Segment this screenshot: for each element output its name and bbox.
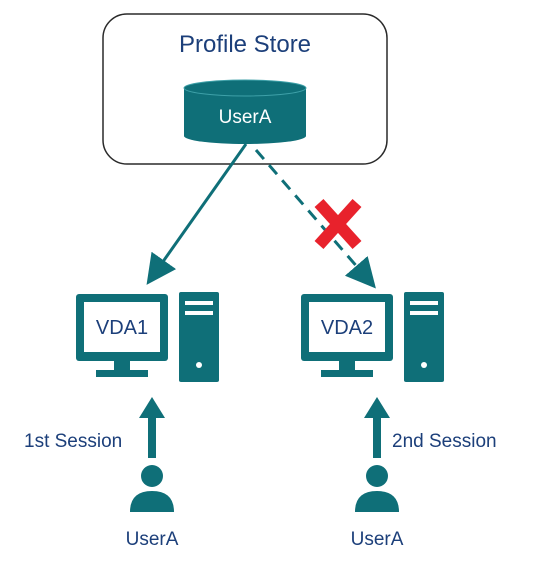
session1-label: 1st Session — [24, 431, 122, 452]
connection-arrow-vda2 — [254, 149, 376, 289]
session-arrow-1 — [139, 397, 165, 458]
profile-store: Profile Store UserA — [102, 13, 388, 165]
connection-arrow-vda1 — [146, 143, 248, 285]
session2-label: 2nd Session — [392, 431, 497, 452]
profile-store-title: Profile Store — [179, 31, 311, 58]
user1-label: UserA — [126, 529, 179, 550]
database-label: UserA — [219, 107, 272, 128]
vda1-label: VDA1 — [96, 317, 148, 339]
computer-icon-vda1 — [76, 292, 219, 382]
computer-icon-vda2 — [301, 292, 444, 382]
vda2-label: VDA2 — [321, 317, 373, 339]
user-icon-2 — [355, 465, 399, 512]
user2-label: UserA — [351, 529, 404, 550]
database-icon — [183, 79, 307, 144]
blocked-x-icon — [314, 198, 362, 250]
session-arrow-2 — [364, 397, 390, 458]
user-icon-1 — [130, 465, 174, 512]
